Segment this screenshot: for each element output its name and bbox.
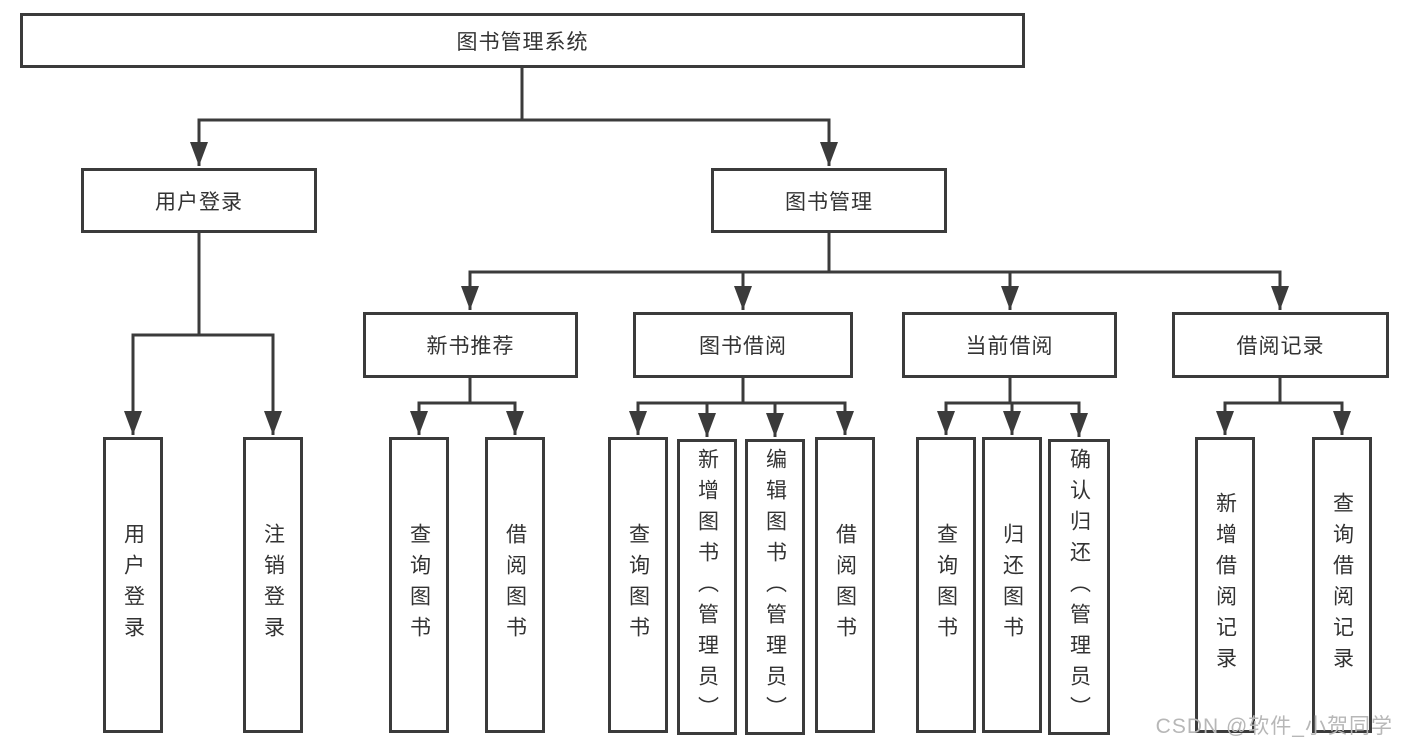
csdn-watermark: CSDN @软件_小贺同学 bbox=[1155, 715, 1393, 738]
node-borrow-query-book-label: 查询图书 bbox=[626, 523, 650, 647]
node-book-management: 图书管理 bbox=[711, 168, 947, 233]
node-login-action-label: 用户登录 bbox=[121, 523, 145, 647]
node-recommend-borrow-book-label: 借阅图书 bbox=[503, 523, 527, 647]
node-return-book: 归还图书 bbox=[982, 437, 1042, 733]
node-book-borrow-label: 图书借阅 bbox=[699, 335, 787, 358]
node-current-borrow: 当前借阅 bbox=[902, 312, 1117, 378]
node-new-book-recommend: 新书推荐 bbox=[363, 312, 578, 378]
node-current-borrow-label: 当前借阅 bbox=[965, 335, 1054, 358]
node-system-label: 图书管理系统 bbox=[456, 30, 589, 54]
node-confirm-return-admin-label: 确认归还（管理员） bbox=[1067, 447, 1091, 727]
node-login-action: 用户登录 bbox=[103, 437, 163, 733]
node-borrow-borrow-book-label: 借阅图书 bbox=[833, 523, 857, 647]
node-user-login: 用户登录 bbox=[81, 168, 317, 233]
node-borrow-borrow-book: 借阅图书 bbox=[815, 437, 875, 733]
node-query-borrow-record: 查询借阅记录 bbox=[1312, 437, 1372, 733]
node-borrow-query-book: 查询图书 bbox=[608, 437, 668, 733]
node-recommend-borrow-book: 借阅图书 bbox=[485, 437, 545, 733]
node-edit-book-admin: 编辑图书（管理员） bbox=[745, 439, 805, 735]
node-system: 图书管理系统 bbox=[20, 13, 1025, 68]
node-return-book-label: 归还图书 bbox=[1000, 523, 1024, 647]
node-add-book-admin: 新增图书（管理员） bbox=[677, 439, 737, 735]
node-query-borrow-record-label: 查询借阅记录 bbox=[1330, 492, 1354, 678]
node-recommend-query-book: 查询图书 bbox=[389, 437, 449, 733]
node-add-borrow-record: 新增借阅记录 bbox=[1195, 437, 1255, 733]
node-logout-action-label: 注销登录 bbox=[261, 523, 285, 647]
node-borrow-records: 借阅记录 bbox=[1172, 312, 1389, 378]
node-book-management-label: 图书管理 bbox=[785, 190, 873, 214]
node-current-query-book-label: 查询图书 bbox=[934, 523, 958, 647]
node-add-borrow-record-label: 新增借阅记录 bbox=[1213, 492, 1237, 678]
node-confirm-return-admin: 确认归还（管理员） bbox=[1048, 439, 1110, 735]
node-add-book-admin-label: 新增图书（管理员） bbox=[695, 447, 719, 727]
node-recommend-query-book-label: 查询图书 bbox=[407, 523, 431, 647]
node-current-query-book: 查询图书 bbox=[916, 437, 976, 733]
node-book-borrow: 图书借阅 bbox=[633, 312, 853, 378]
node-user-login-label: 用户登录 bbox=[155, 190, 243, 214]
node-new-book-recommend-label: 新书推荐 bbox=[426, 335, 515, 358]
node-edit-book-admin-label: 编辑图书（管理员） bbox=[763, 447, 787, 727]
node-logout-action: 注销登录 bbox=[243, 437, 303, 733]
node-borrow-records-label: 借阅记录 bbox=[1236, 335, 1325, 358]
